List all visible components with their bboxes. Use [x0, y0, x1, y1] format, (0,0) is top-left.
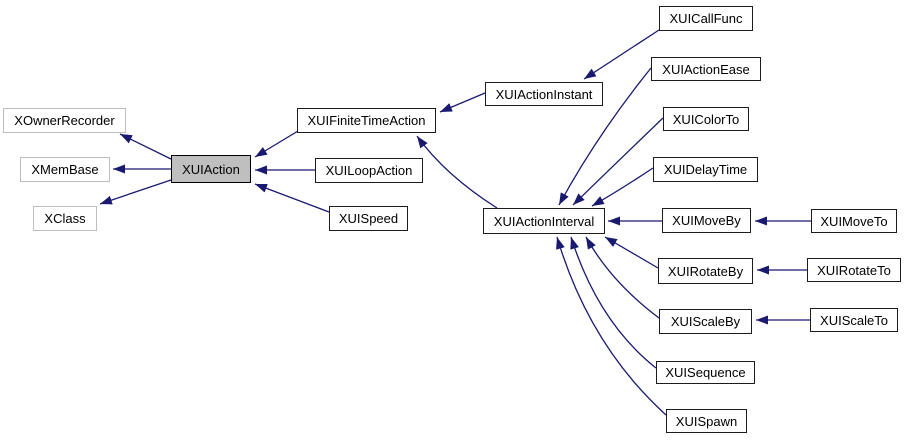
- node-xuiscaleby[interactable]: XUIScaleBy: [659, 309, 752, 334]
- node-xuiaction: XUIAction: [171, 155, 251, 183]
- edge-xuiaction-to-xownerrecorder: [119, 133, 172, 160]
- edge-xuicolorto-to-xuiactioninterval: [572, 117, 664, 206]
- edge-xuifinitetimeaction-to-xuiaction: [254, 130, 299, 158]
- node-xuispeed[interactable]: XUISpeed: [329, 206, 408, 231]
- edge-xuiactioninterval-to-xuifinitetimeaction: [416, 135, 498, 209]
- edge-xuisequence-to-xuiactioninterval: [570, 236, 657, 369]
- node-xuimoveby[interactable]: XUIMoveBy: [662, 208, 751, 233]
- node-xmembase: XMemBase: [20, 157, 110, 182]
- node-xuicolorto[interactable]: XUIColorTo: [663, 107, 749, 131]
- edge-xuicallfunc-to-xuiactioninstant: [583, 29, 660, 80]
- node-xuiloopaction[interactable]: XUILoopAction: [315, 158, 423, 183]
- node-xuidelaytime[interactable]: XUIDelayTime: [653, 157, 758, 182]
- node-xuisequence[interactable]: XUISequence: [656, 361, 755, 384]
- edge-xuiscaleby-to-xuiactioninterval: [585, 236, 660, 319]
- node-xclass: XClass: [33, 206, 97, 231]
- node-xuicallfunc[interactable]: XUICallFunc: [659, 6, 753, 31]
- edge-xuispawn-to-xuiactioninterval: [556, 236, 667, 416]
- node-xuiscaleto[interactable]: XUIScaleTo: [810, 308, 898, 332]
- node-xuispawn[interactable]: XUISpawn: [666, 409, 747, 433]
- node-xownerrecorder: XOwnerRecorder: [3, 108, 126, 133]
- node-xuiactioninterval[interactable]: XUIActionInterval: [483, 208, 605, 234]
- edge-xuiactioninstant-to-xuifinitetimeaction: [439, 92, 486, 113]
- node-xuirotateby[interactable]: XUIRotateBy: [658, 258, 753, 284]
- node-xuimoveto[interactable]: XUIMoveTo: [811, 209, 897, 233]
- edge-xuispeed-to-xuiaction: [254, 183, 330, 213]
- edge-xuidelaytime-to-xuiactioninterval: [591, 167, 654, 207]
- node-xuifinitetimeaction[interactable]: XUIFiniteTimeAction: [297, 108, 436, 133]
- node-xuiactionease[interactable]: XUIActionEase: [651, 57, 761, 81]
- edge-xuiactionease-to-xuiactioninterval: [558, 67, 652, 206]
- node-xuiactioninstant[interactable]: XUIActionInstant: [485, 82, 603, 106]
- node-xuirotateto[interactable]: XUIRotateTo: [807, 258, 901, 282]
- edge-xuiaction-to-xclass: [99, 179, 172, 205]
- edge-xuirotateby-to-xuiactioninterval: [604, 236, 659, 269]
